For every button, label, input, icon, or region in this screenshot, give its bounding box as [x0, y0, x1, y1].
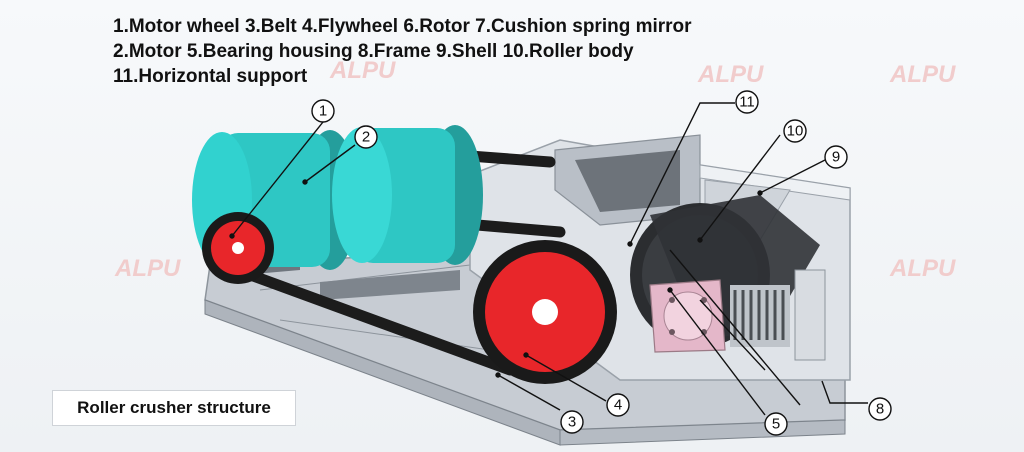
- svg-text:9: 9: [832, 149, 840, 166]
- callout-10: 10: [783, 119, 807, 143]
- diagram-caption: Roller crusher structure: [52, 390, 296, 426]
- svg-text:11: 11: [739, 94, 755, 111]
- svg-text:2: 2: [362, 129, 370, 146]
- callout-5: 5: [764, 412, 788, 436]
- legend-line: 11.Horizontal support: [113, 66, 308, 87]
- svg-text:5: 5: [772, 416, 780, 433]
- callout-3: 3: [560, 410, 584, 434]
- watermark: ALPU: [114, 255, 181, 282]
- callout-11: 11: [735, 90, 759, 114]
- svg-text:1: 1: [319, 103, 327, 120]
- watermark: ALPU: [329, 57, 396, 84]
- svg-text:8: 8: [876, 401, 884, 418]
- legend-line: 2.Motor 5.Bearing housing 8.Frame 9.Shel…: [113, 41, 634, 62]
- watermark: ALPU: [697, 61, 764, 88]
- watermark: ALPU: [889, 61, 956, 88]
- motor: [192, 125, 483, 270]
- motor-wheel: [202, 212, 274, 284]
- callout-9: 9: [824, 145, 848, 169]
- callout-4: 4: [606, 393, 630, 417]
- callout-1: 1: [311, 99, 335, 123]
- watermark: ALPU: [889, 255, 956, 282]
- cushion-springs: [730, 269, 826, 361]
- flywheel: [473, 240, 617, 384]
- bearing-housing: [649, 279, 726, 353]
- parts-legend: 1.Motor wheel 3.Belt 4.Flywheel 6.Rotor …: [113, 14, 692, 89]
- legend-line: 1.Motor wheel 3.Belt 4.Flywheel 6.Rotor …: [113, 16, 692, 37]
- callout-2: 2: [354, 125, 378, 149]
- svg-text:3: 3: [568, 414, 576, 431]
- svg-text:4: 4: [614, 397, 622, 414]
- leader-lines: [229, 102, 868, 416]
- callout-8: 8: [868, 397, 892, 421]
- svg-text:10: 10: [787, 123, 804, 140]
